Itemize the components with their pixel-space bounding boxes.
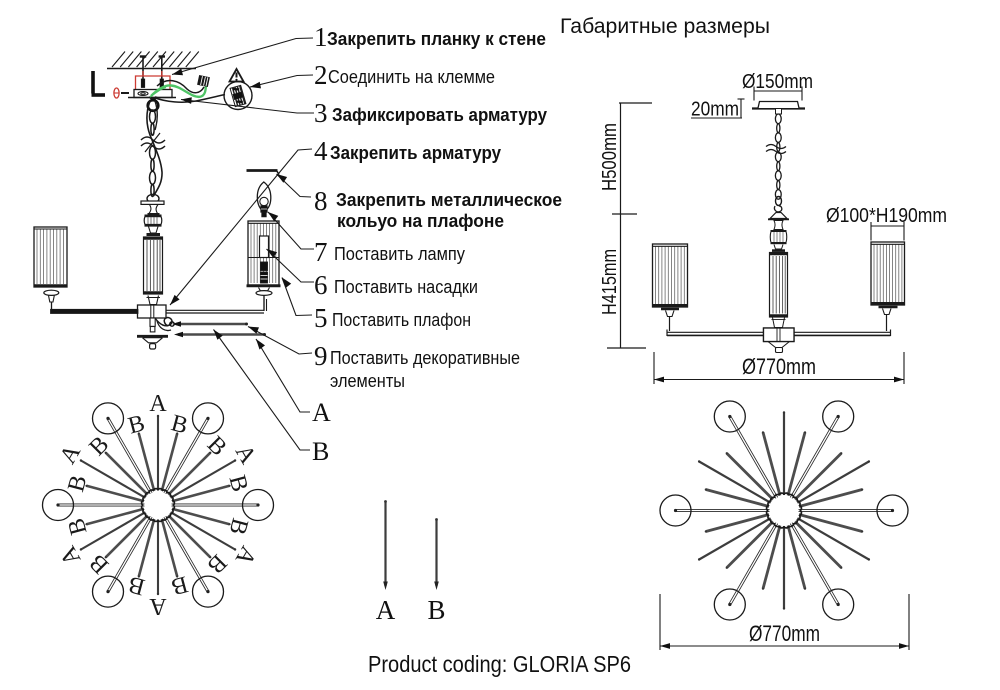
- svg-text:элементы: элементы: [330, 371, 405, 391]
- svg-text:Ø770mm: Ø770mm: [742, 354, 816, 379]
- svg-text:9: 9: [314, 341, 328, 371]
- svg-text:Поставить лампу: Поставить лампу: [334, 244, 465, 264]
- svg-text:Закрепить планку к стене: Закрепить планку к стене: [327, 29, 546, 49]
- svg-text:A: A: [312, 398, 331, 427]
- svg-text:Закрепить арматуру: Закрепить арматуру: [330, 143, 501, 163]
- svg-text:H500mm: H500mm: [599, 123, 621, 191]
- svg-text:3: 3: [314, 98, 328, 128]
- svg-text:Ø150mm: Ø150mm: [742, 70, 813, 93]
- svg-text:Ø770mm: Ø770mm: [749, 621, 820, 646]
- svg-text:B: B: [224, 515, 253, 537]
- svg-text:B: B: [312, 437, 329, 466]
- svg-text:Ø100*H190mm: Ø100*H190mm: [826, 205, 947, 227]
- svg-text:2: 2: [314, 60, 328, 90]
- svg-text:Поставить насадки: Поставить насадки: [334, 277, 478, 297]
- svg-text:B: B: [168, 410, 190, 439]
- svg-text:B: B: [168, 571, 190, 600]
- svg-text:Поставить декоративные: Поставить декоративные: [330, 348, 520, 368]
- svg-text:6: 6: [314, 270, 328, 300]
- svg-text:Зафиксировать арматуру: Зафиксировать арматуру: [332, 105, 547, 125]
- svg-text:B: B: [63, 472, 92, 494]
- svg-text:8: 8: [314, 186, 328, 216]
- svg-text:A: A: [376, 595, 396, 625]
- svg-text:B: B: [427, 595, 445, 625]
- svg-text:Product coding: GLORIA SP6: Product coding: GLORIA SP6: [368, 651, 631, 677]
- svg-text:кольуо на плафоне: кольуо на плафоне: [337, 211, 504, 231]
- svg-text:7: 7: [314, 237, 328, 267]
- svg-text:B: B: [125, 410, 147, 439]
- svg-text:Закрепить металлическое: Закрепить металлическое: [336, 190, 562, 210]
- svg-text:Габаритные размеры: Габаритные размеры: [560, 15, 770, 38]
- svg-text:Соединить на клемме: Соединить на клемме: [328, 67, 495, 87]
- svg-text:H415mm: H415mm: [599, 249, 621, 315]
- svg-text:Поставить плафон: Поставить плафон: [332, 310, 471, 330]
- svg-text:5: 5: [314, 303, 328, 333]
- svg-text:4: 4: [314, 136, 328, 166]
- svg-text:B: B: [224, 472, 253, 494]
- svg-text:A: A: [149, 593, 167, 619]
- svg-text:B: B: [125, 571, 147, 600]
- svg-text:20mm: 20mm: [691, 98, 739, 121]
- svg-text:B: B: [63, 515, 92, 537]
- svg-text:A: A: [149, 391, 167, 417]
- svg-text:1: 1: [314, 22, 328, 52]
